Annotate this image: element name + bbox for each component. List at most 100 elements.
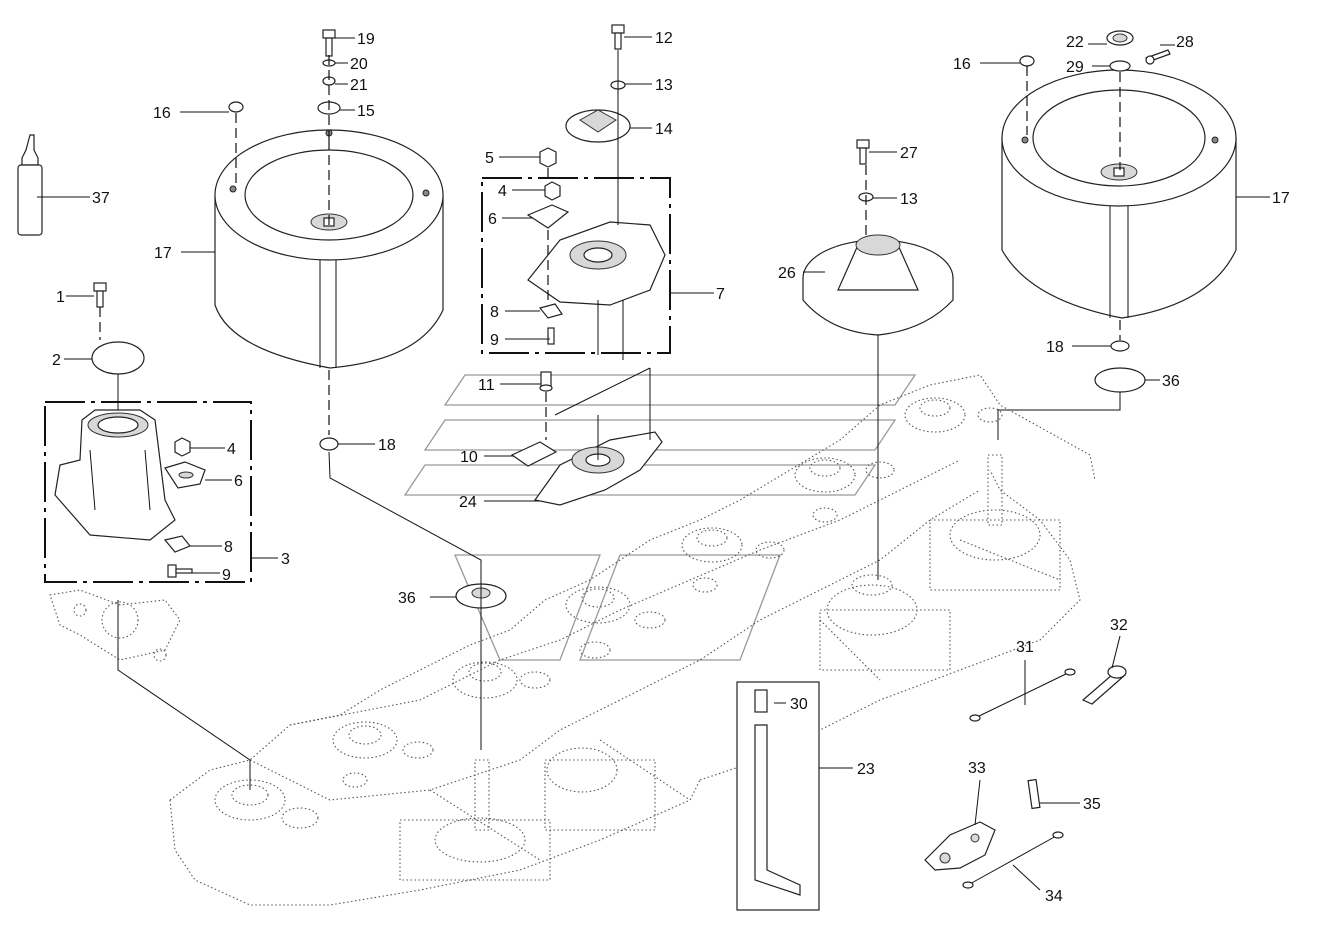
callout-9-mid: 9 [490,332,499,349]
callout-37: 37 [92,190,110,207]
plate-8-mid [538,303,563,319]
callout-labels: 37 1 2 3 4 6 8 9 17 16 19 20 21 15 18 5 … [52,30,1290,905]
callout-32: 32 [1110,617,1128,634]
callout-28: 28 [1176,34,1194,51]
group-3-box [44,401,252,583]
callout-27: 27 [900,145,918,162]
cap-14 [565,109,631,143]
callout-23: 23 [857,761,875,778]
drum-left [214,129,444,369]
callout-10: 10 [460,449,478,466]
bolt-9-left [167,564,193,578]
callout-4-left: 4 [227,441,236,458]
callout-35: 35 [1083,796,1101,813]
blade-10 [510,441,558,467]
plug-16-left [228,101,244,113]
gearbox-left [399,747,656,881]
washer-29 [1109,60,1131,72]
callout-29: 29 [1066,59,1084,76]
bolt-9-mid [547,327,555,345]
callout-19: 19 [357,31,375,48]
washer-18-right [1110,340,1130,352]
drum-right [1001,69,1237,319]
nut-4-mid [544,181,561,201]
guard-26 [802,234,954,336]
callout-8-mid: 8 [490,304,499,321]
callout-21: 21 [350,77,368,94]
tool-30 [754,689,768,713]
hub-5 [681,527,785,593]
plate-8-left [163,535,191,553]
cable-31 [969,668,1076,722]
callout-7: 7 [716,286,725,303]
bracket-33 [924,821,996,871]
callout-13-top: 13 [655,77,673,94]
key-tool [754,724,801,896]
hub-1 [214,779,319,829]
plate-6-mid [526,204,570,229]
callout-36-right: 36 [1162,373,1180,390]
callout-2: 2 [52,352,61,369]
cutter-bar [49,374,1096,906]
callout-6-mid: 6 [488,211,497,228]
callout-17-right: 17 [1272,190,1290,207]
callout-8-left: 8 [224,539,233,556]
screw-28 [1145,49,1171,65]
callout-16-left: 16 [153,105,171,122]
callout-1: 1 [56,289,65,306]
cover-2 [91,341,145,375]
bolt-27 [856,139,870,165]
leader-lines [37,36,1270,891]
callout-36-left: 36 [398,590,416,607]
watermark-logo [403,374,917,661]
washer-18-left [319,437,339,451]
bolt-1 [93,282,107,308]
callout-14: 14 [655,121,673,138]
callout-13-right: 13 [900,191,918,208]
bushing-22 [1106,30,1134,46]
nut-4-left [174,437,191,457]
plug-16-right [1019,55,1035,67]
bearing-housing [54,409,176,541]
pin-35 [1027,778,1041,810]
group-23-box [736,681,820,911]
callout-22: 22 [1066,34,1084,51]
callout-17-left: 17 [154,245,172,262]
cable-34 [962,831,1064,889]
blade-holder-7 [527,221,666,306]
plate-6-left [164,461,206,489]
callout-31: 31 [1016,639,1034,656]
hub-6 [794,457,895,523]
callout-6-left: 6 [234,473,243,490]
hub-4 [565,586,666,659]
callout-3: 3 [281,551,290,568]
callout-5: 5 [485,150,494,167]
callout-11: 11 [478,377,495,394]
callout-24: 24 [459,494,477,511]
bolt-11 [539,371,553,392]
callout-4-mid: 4 [498,183,507,200]
gearbox-right [929,454,1061,591]
callout-12: 12 [655,30,673,47]
callout-34: 34 [1045,888,1063,905]
clip-32 [1081,665,1127,705]
callout-26: 26 [778,265,796,282]
callout-20: 20 [350,56,368,73]
callout-18-right: 18 [1046,339,1064,356]
callout-15: 15 [357,103,375,120]
callout-30: 30 [790,696,808,713]
callout-33: 33 [968,760,986,777]
grease-cartridge [17,134,43,236]
disc-36-right [1094,367,1146,393]
callout-16-right: 16 [953,56,971,73]
bolt-12 [611,24,625,50]
nut-5 [539,147,557,168]
bolt-19 [322,29,336,57]
hub-3 [452,661,551,699]
callout-9-left: 9 [222,567,231,584]
hub-7 [904,397,1003,433]
callout-18-left: 18 [378,437,396,454]
hub-2 [332,721,434,788]
group-7-box [481,177,671,354]
